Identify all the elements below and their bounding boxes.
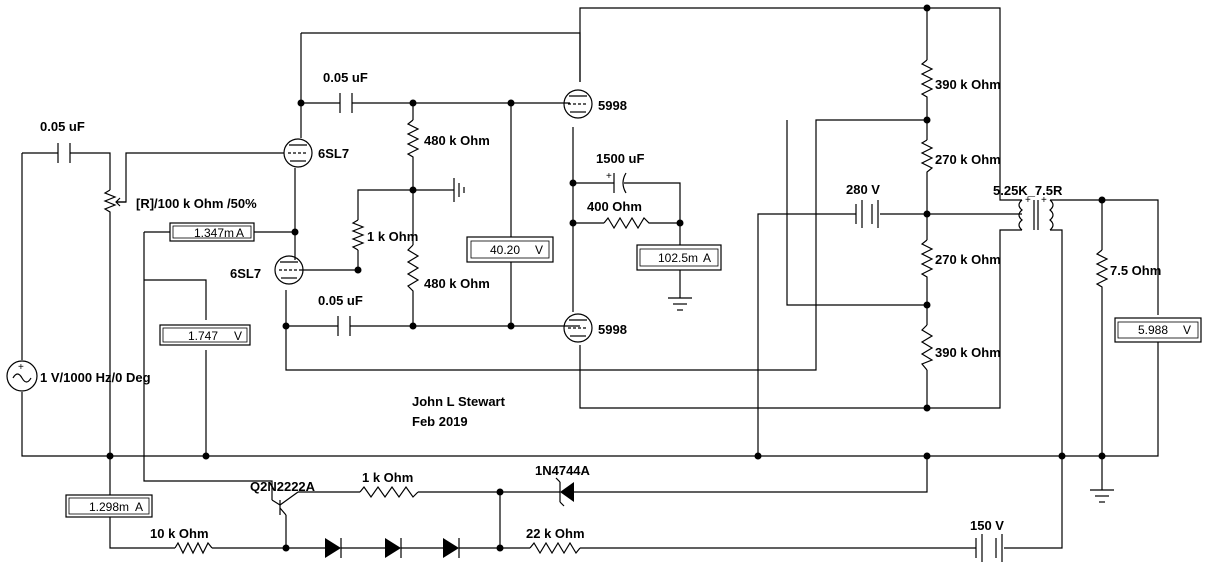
meter-m2-value: 1.747 (188, 329, 218, 343)
label-400: 400 Ohm (587, 199, 642, 214)
meter-m1-unit: A (236, 226, 244, 240)
resistor-pot (103, 189, 126, 215)
label-270k-bot: 270 k Ohm (935, 252, 1001, 267)
ground-symbol-main (1090, 489, 1114, 503)
meter-m6-value: 1.298m (89, 500, 129, 514)
tube-6sl7-top (283, 138, 313, 168)
label-c-top: 0.05 uF (323, 70, 368, 85)
meter-m2-unit: V (234, 329, 242, 343)
tube-5998-top (563, 89, 593, 119)
diode-2 (385, 538, 443, 558)
label-22k: 22 k Ohm (526, 526, 585, 541)
label-390k-bot: 390 k Ohm (935, 345, 1001, 360)
svg-text:+: + (606, 171, 612, 182)
resistor-480k-bot (406, 244, 420, 300)
label-5998-top: 5998 (598, 98, 627, 113)
capacitor-c1500: + (606, 171, 627, 194)
resistor-390k-bot (920, 324, 934, 371)
label-transistor: Q2N2222A (250, 479, 316, 494)
tube-5998-bot (563, 313, 593, 343)
transistor-q2n2222a (271, 491, 299, 516)
meter-m4: 102.5m A (636, 244, 722, 271)
label-5998-bot: 5998 (598, 322, 627, 337)
diode-3 (443, 538, 500, 558)
ground-symbol-mid (453, 178, 465, 202)
label-c-bot: 0.05 uF (318, 293, 363, 308)
resistor-1k-low (359, 485, 419, 499)
meter-m5: 5.988 V (1114, 317, 1202, 343)
component-labels: 0.05 uF 0.05 uF 0.05 uF [R]/100 k Ohm /5… (40, 70, 1161, 541)
meter-m2: 1.747 V (159, 324, 251, 346)
label-7-5: 7.5 Ohm (1110, 263, 1161, 278)
label-280v: 280 V (846, 182, 880, 197)
ac-source: + (6, 360, 38, 392)
label-480k-bot: 480 k Ohm (424, 276, 490, 291)
label-6sl7-top: 6SL7 (318, 146, 349, 161)
capacitor-c-in (57, 143, 71, 163)
label-1k-mid: 1 k Ohm (367, 229, 418, 244)
battery-280v (855, 200, 879, 228)
label-pot: [R]/100 k Ohm /50% (136, 196, 257, 211)
meter-m5-unit: V (1183, 323, 1191, 337)
meter-m3-unit: V (535, 243, 543, 257)
svg-text:+: + (1025, 195, 1031, 206)
label-390k-top: 390 k Ohm (935, 77, 1001, 92)
junction-dots (106, 4, 1106, 552)
meter-m6: 1.298m A (65, 494, 153, 518)
resistor-7-5 (1095, 249, 1109, 290)
meter-m6-unit: A (135, 500, 143, 514)
meter-m3-value: 40.20 (490, 243, 520, 257)
label-270k-top: 270 k Ohm (935, 152, 1001, 167)
meter-m1-value: 1.347m (194, 226, 234, 240)
resistor-10k (174, 541, 213, 555)
label-6sl7-bot: 6SL7 (230, 266, 261, 281)
capacitor-c-bot (337, 316, 351, 336)
capacitor-c-top (339, 93, 353, 113)
label-c-in: 0.05 uF (40, 119, 85, 134)
transformer: + + (1018, 195, 1054, 231)
resistor-480k-top (406, 119, 420, 160)
resistor-390k-top (920, 59, 934, 100)
label-source: 1 V/1000 Hz/0 Deg (40, 370, 151, 385)
label-480k-top: 480 k Ohm (424, 133, 490, 148)
meter-m1: 1.347m A (169, 222, 255, 242)
author-name: John L Stewart (412, 394, 506, 409)
label-zener: 1N4744A (535, 463, 591, 478)
ground-symbol-meter (668, 297, 692, 311)
label-150v: 150 V (970, 518, 1004, 533)
zener-diode (555, 477, 574, 507)
author-date: Feb 2019 (412, 414, 468, 429)
resistor-270k-bot (920, 239, 934, 280)
resistor-1k-mid (351, 219, 365, 251)
meter-m5-value: 5.988 (1138, 323, 1168, 337)
resistor-400 (603, 216, 654, 230)
svg-text:+: + (18, 362, 24, 373)
meter-m4-unit: A (703, 251, 711, 265)
label-1500uf: 1500 uF (596, 151, 644, 166)
resistor-270k-top (920, 139, 934, 175)
label-transformer: 5.25K_7.5R (993, 183, 1063, 198)
battery-150v (975, 534, 1003, 562)
meter-m3: 40.20 V (466, 236, 554, 263)
label-1k-low: 1 k Ohm (362, 470, 413, 485)
meter-m4-value: 102.5m (658, 251, 698, 265)
tube-6sl7-bot (274, 255, 304, 285)
resistor-22k (529, 541, 581, 555)
label-10k: 10 k Ohm (150, 526, 209, 541)
diode-1 (325, 538, 385, 558)
svg-text:+: + (1041, 195, 1047, 206)
